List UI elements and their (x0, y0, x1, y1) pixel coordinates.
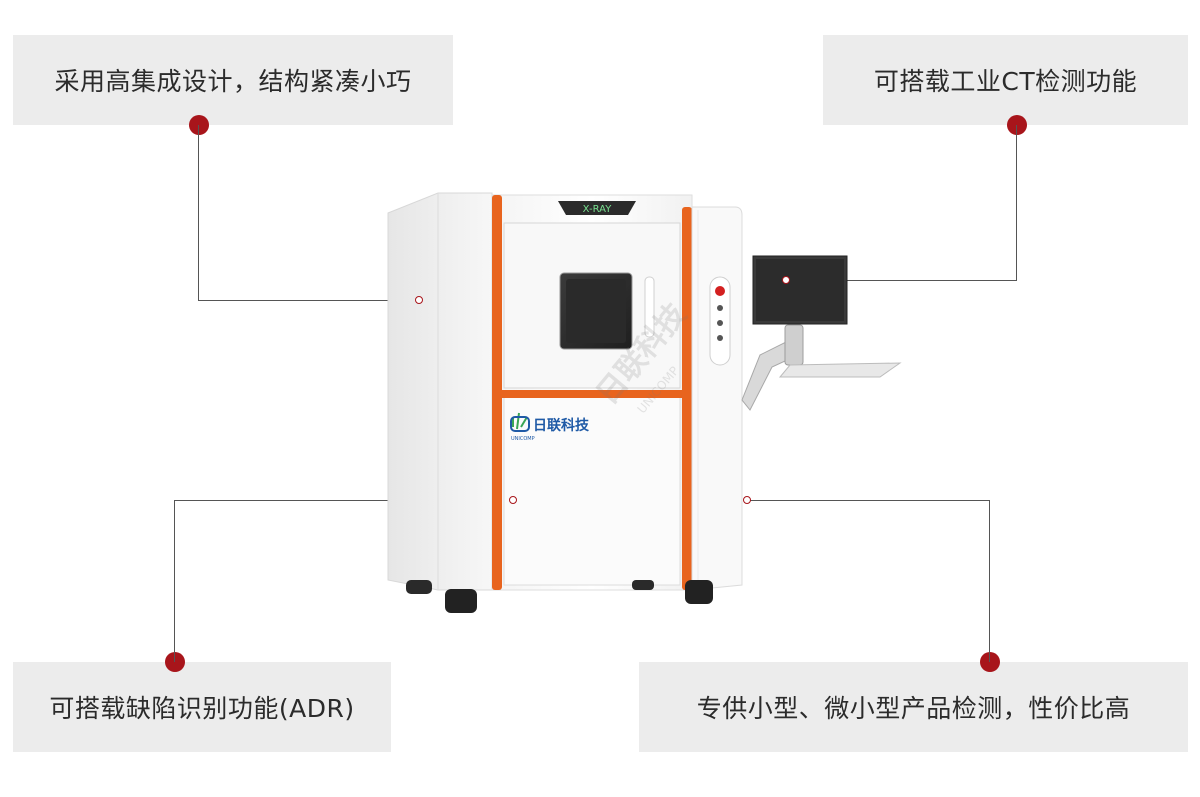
monitor (752, 255, 848, 325)
feature-text: 专供小型、微小型产品检测，性价比高 (696, 694, 1131, 723)
viewing-window (559, 272, 633, 350)
anchor-marker (415, 296, 423, 304)
door-handle (644, 276, 655, 338)
casters (406, 580, 713, 613)
callout-line (1016, 125, 1017, 281)
control-button-icon (717, 305, 723, 311)
unicomp-logo: 日联科技 UNICOMP (510, 412, 590, 442)
anchor-marker (743, 496, 751, 504)
control-button-icon (717, 320, 723, 326)
feature-text: 采用高集成设计，结构紧凑小巧 (54, 67, 412, 96)
control-panel (709, 276, 731, 366)
feature-label-small-products: 专供小型、微小型产品检测，性价比高 (639, 662, 1188, 752)
callout-dot (165, 652, 185, 672)
feature-label-ct-inspection: 可搭载工业CT检测功能 (823, 35, 1188, 125)
callout-line (989, 500, 990, 662)
emergency-stop-icon (715, 286, 725, 296)
feature-label-compact-design: 采用高集成设计，结构紧凑小巧 (13, 35, 453, 125)
feature-text: 可搭载工业CT检测功能 (873, 67, 1138, 96)
callout-line (198, 300, 419, 301)
callout-line (198, 125, 199, 301)
logo-subtext: UNICOMP (511, 436, 535, 442)
feature-text: 可搭载缺陷识别功能(ADR) (49, 694, 355, 723)
keyboard-tray (778, 362, 902, 378)
logo-text: 日联科技 (533, 417, 590, 434)
anchor-marker (782, 276, 790, 284)
callout-line (747, 500, 990, 501)
callout-line (174, 500, 513, 501)
callout-dot (1007, 115, 1027, 135)
orange-trim (492, 195, 692, 590)
xray-badge-text: X-RAY (583, 204, 613, 215)
callout-dot (189, 115, 209, 135)
callout-line (174, 500, 175, 662)
callout-line (786, 280, 1017, 281)
xray-badge: X-RAY (558, 201, 636, 215)
machine-left-panel (387, 192, 493, 591)
control-button-icon (717, 335, 723, 341)
machine-right-panel (691, 206, 743, 591)
callout-dot (980, 652, 1000, 672)
anchor-marker (509, 496, 517, 504)
feature-label-adr: 可搭载缺陷识别功能(ADR) (13, 662, 391, 752)
monitor-arm (741, 324, 902, 411)
xray-machine-illustration: X-RAY 日联科技 UNICOMP 日联科技 UNICOMP (387, 192, 902, 613)
